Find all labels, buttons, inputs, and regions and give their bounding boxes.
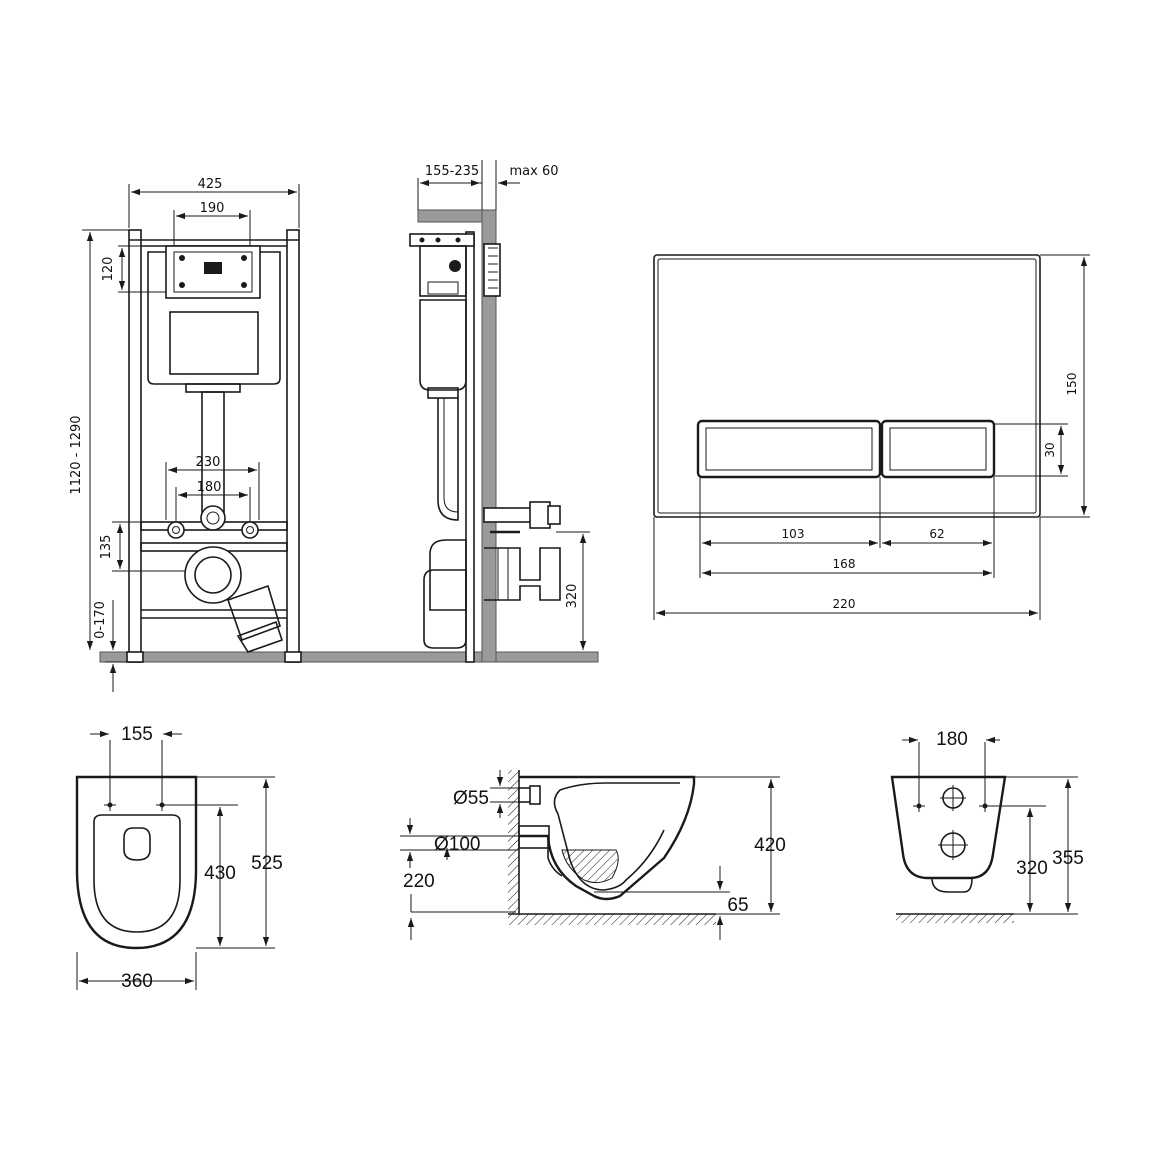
dim-bowl-hole-spacing: 155 bbox=[121, 724, 153, 745]
dim-rim-offset: 65 bbox=[727, 895, 748, 916]
dim-back-hole-height: 320 bbox=[1016, 858, 1048, 879]
dim-button-small: 62 bbox=[929, 527, 944, 541]
flush-button-large[interactable] bbox=[696, 419, 882, 479]
frame-side-view bbox=[409, 209, 561, 663]
dim-bowl-hole-to-front: 430 bbox=[204, 863, 236, 884]
bowl-back-dimensions bbox=[902, 736, 1078, 915]
frame-front-dimensions bbox=[82, 184, 300, 692]
dim-frame-height: 1120 - 1290 bbox=[69, 415, 84, 494]
bowl-side-view bbox=[508, 770, 716, 925]
dim-bowl-width: 360 bbox=[121, 971, 153, 992]
dim-connection-height: 320 bbox=[565, 584, 580, 609]
bowl-back-view bbox=[890, 775, 1014, 923]
floor-slab bbox=[99, 651, 599, 663]
dim-top-box: 120 bbox=[101, 257, 116, 282]
dim-plate-offset: 190 bbox=[200, 201, 225, 216]
bowl-side-dimensions bbox=[400, 770, 780, 940]
dim-bowl-height: 420 bbox=[754, 835, 786, 856]
dim-button-large: 103 bbox=[782, 527, 805, 541]
dim-buttons-total: 168 bbox=[833, 557, 856, 571]
frame-side-dimensions bbox=[417, 160, 590, 650]
control-box-mechanism-icon bbox=[204, 262, 222, 274]
dim-frame-width: 425 bbox=[198, 177, 223, 192]
dim-back-top-height: 355 bbox=[1052, 848, 1084, 869]
dim-wall-gap: 155-235 bbox=[425, 164, 479, 179]
dim-outlet-height: 220 bbox=[403, 871, 435, 892]
valve-icon bbox=[449, 260, 461, 272]
dim-button-height: 30 bbox=[1043, 442, 1057, 457]
bowl-top-view bbox=[75, 775, 198, 950]
dim-outlet-spacing: 230 bbox=[196, 455, 221, 470]
dim-stud-spacing: 180 bbox=[197, 480, 222, 495]
frame-front-view bbox=[126, 229, 302, 663]
dim-leg-adjust: 0-170 bbox=[93, 601, 108, 639]
dim-wall-max: max 60 bbox=[510, 164, 559, 179]
dim-drain-height: 135 bbox=[99, 535, 114, 560]
flush-button-small[interactable] bbox=[880, 419, 996, 479]
dim-inlet-diameter: Ø55 bbox=[453, 788, 489, 809]
dim-bowl-length: 525 bbox=[251, 853, 283, 874]
dim-plate-height: 150 bbox=[1065, 373, 1079, 396]
dim-back-stud-spacing: 180 bbox=[936, 729, 968, 750]
dim-outlet-diameter: Ø100 bbox=[434, 834, 480, 855]
flush-plate-dimensions bbox=[653, 254, 1090, 620]
flush-plate bbox=[653, 254, 1041, 518]
dim-plate-width: 220 bbox=[833, 597, 856, 611]
bowl-top-dimensions bbox=[76, 730, 275, 990]
